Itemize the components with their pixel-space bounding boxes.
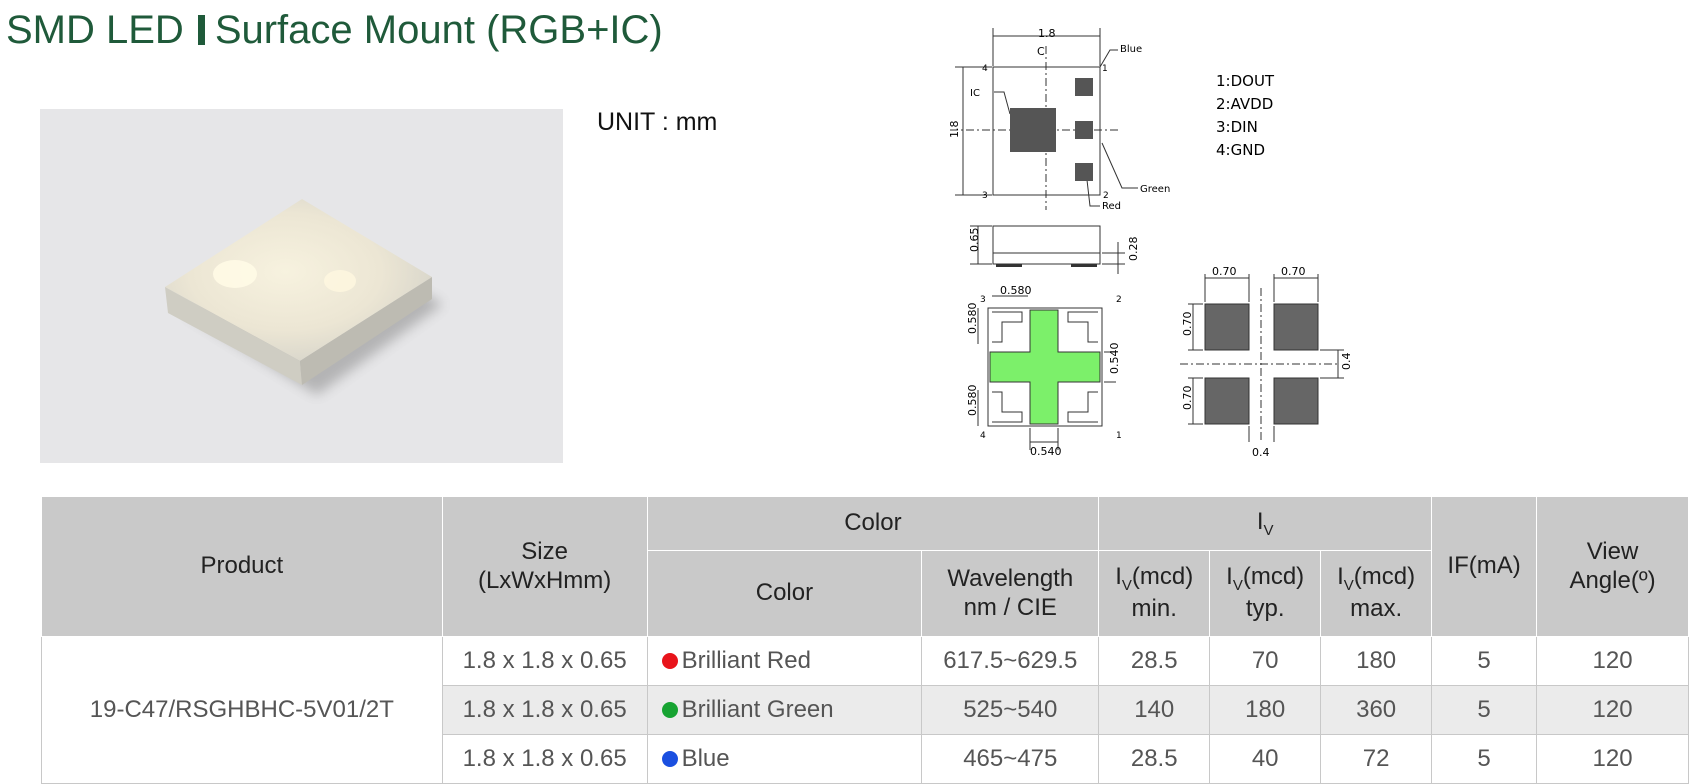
red-label: Red (1102, 201, 1121, 212)
header-color-group: Color (646, 496, 1100, 551)
cell-iv-min: 28.5 (1098, 734, 1211, 784)
footprint-gap-right: 0.4 (1340, 353, 1353, 371)
cell-angle: 120 (1536, 734, 1689, 784)
bottom-pad-top: 0.580 (1000, 284, 1032, 297)
centerline-mark: C (1037, 45, 1045, 58)
header-iv-typ: IV(mcd)typ. (1209, 550, 1322, 637)
ic-label: IC (970, 88, 980, 99)
corner-num-2: 2 (1103, 191, 1109, 201)
header-iv-group: IV (1098, 496, 1433, 551)
cell-iv-typ: 70 (1209, 636, 1322, 686)
bottom-corner-3: 3 (980, 295, 986, 305)
side-height-value: 0.65 (968, 228, 981, 253)
corner-num-4: 4 (982, 64, 988, 74)
spec-table: Product Size(LxWxHmm) Color IV IF(mA) Vi… (41, 496, 1689, 784)
footprint-pad-left: 0.70 (1212, 265, 1237, 278)
cell-if: 5 (1431, 734, 1538, 784)
corner-num-1: 1 (1102, 64, 1108, 74)
bottom-width-right: 0.540 (1108, 343, 1121, 375)
header-iv-min: IV(mcd)min. (1098, 550, 1211, 637)
cell-angle: 120 (1536, 636, 1689, 686)
blue-dot-icon (661, 751, 678, 767)
cell-size: 1.8 x 1.8 x 0.65 (441, 734, 648, 784)
header-product: Product (41, 496, 443, 637)
green-dot-icon (661, 702, 678, 718)
cell-angle: 120 (1536, 685, 1689, 735)
cell-color: Blue (646, 734, 923, 784)
table-row: 19-C47/RSGHBHC-5V01/2T 1.8 x 1.8 x 0.65 … (41, 636, 1689, 784)
unit-label: UNIT : mm (597, 108, 718, 136)
bottom-width-bottom: 0.540 (1030, 445, 1062, 458)
green-label: Green (1140, 184, 1170, 195)
product-photo (40, 109, 563, 463)
corner-num-3: 3 (982, 191, 988, 201)
table-row: 1.8 x 1.8 x 0.65 Brilliant Green 525~540… (42, 685, 1689, 735)
side-base-value: 0.28 (1127, 237, 1140, 262)
bottom-pad-left-bottom: 0.580 (966, 385, 979, 417)
bottom-pad-left-top: 0.580 (966, 303, 979, 335)
pin-1: 1:DOUT (1216, 72, 1275, 90)
bottom-corner-2: 2 (1116, 295, 1122, 305)
product-name: 19-C47/RSGHBHC-5V01/2T (41, 636, 443, 784)
pin-2: 2:AVDD (1216, 95, 1273, 113)
footprint-gap-bottom: 0.4 (1252, 446, 1270, 459)
cell-if: 5 (1431, 685, 1538, 735)
footprint-pad-right: 0.70 (1281, 265, 1306, 278)
cell-iv-typ: 180 (1209, 685, 1322, 735)
header-if: IF(mA) (1431, 496, 1538, 637)
cell-wavelength: 465~475 (921, 734, 1100, 784)
side-height-dim: 1.8 (948, 121, 961, 139)
pin-3: 3:DIN (1216, 118, 1258, 136)
cell-size: 1.8 x 1.8 x 0.65 (441, 685, 648, 735)
header-iv-max: IV(mcd)max. (1320, 550, 1433, 637)
led-photo-image (165, 199, 443, 395)
red-dot-icon (661, 653, 678, 669)
bottom-corner-1: 1 (1116, 431, 1122, 441)
cell-color: Brilliant Green (646, 685, 923, 735)
dimension-drawing-svg: 1.8 C 1.8 Blue Green Red IC 4 1 3 2 1:DO… (948, 27, 1353, 459)
header-size: Size(LxWxHmm) (441, 496, 648, 637)
cell-wavelength: 525~540 (921, 685, 1100, 735)
header-color: Color (646, 550, 923, 637)
cell-iv-min: 28.5 (1098, 636, 1211, 686)
pin-4: 4:GND (1216, 141, 1265, 159)
cell-iv-max: 72 (1320, 734, 1433, 784)
title-separator (197, 15, 205, 45)
cell-iv-max: 180 (1320, 636, 1433, 686)
cell-wavelength: 617.5~629.5 (921, 636, 1100, 686)
cell-color: Brilliant Red (646, 636, 923, 686)
top-width-dim: 1.8 (1038, 27, 1056, 40)
bottom-corner-4: 4 (980, 431, 986, 441)
blue-label: Blue (1120, 44, 1142, 55)
cell-size: 1.8 x 1.8 x 0.65 (441, 636, 648, 686)
cell-iv-typ: 40 (1209, 734, 1322, 784)
footprint-pad-bottom: 0.70 (1181, 386, 1194, 411)
package-drawing: 1.8 C 1.8 Blue Green Red IC 4 1 3 2 1:DO… (930, 10, 1370, 470)
cell-iv-min: 140 (1098, 685, 1211, 735)
cell-iv-max: 360 (1320, 685, 1433, 735)
cell-if: 5 (1431, 636, 1538, 686)
table-row: 1.8 x 1.8 x 0.65 Blue 465~475 28.5 40 72… (42, 734, 1689, 784)
footprint-pad-top: 0.70 (1181, 312, 1194, 337)
